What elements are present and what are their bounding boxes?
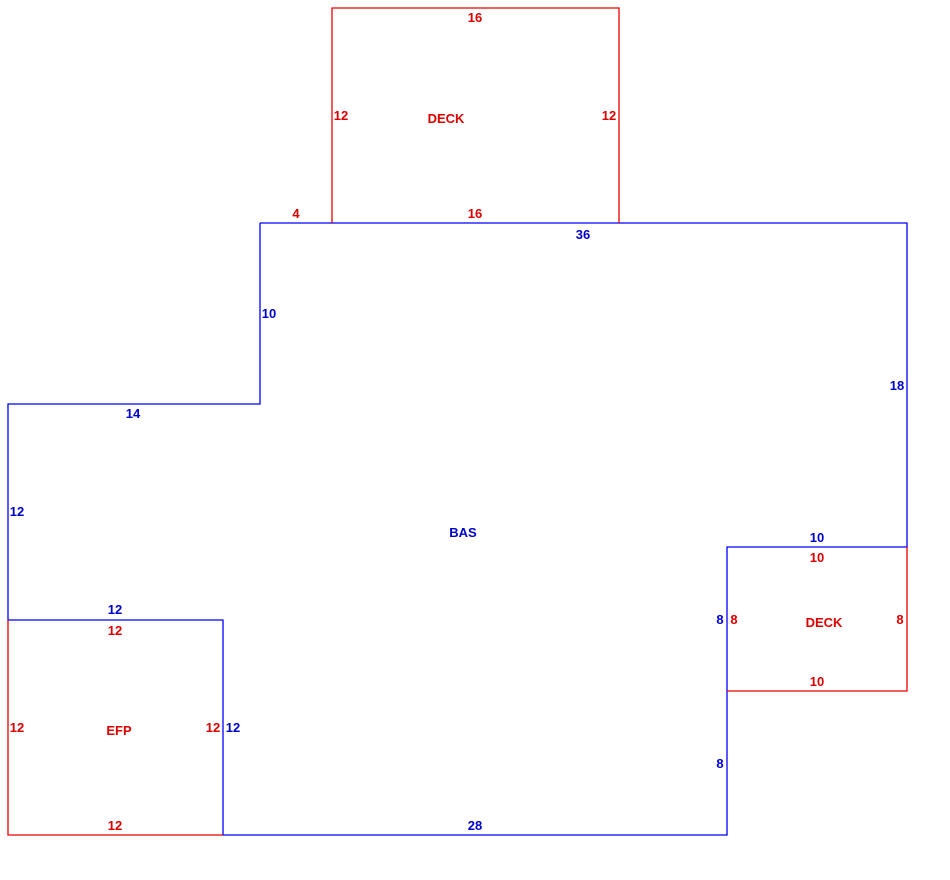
dim-bas-top: 36 [576,227,590,242]
deck-right-label: DECK [806,615,843,630]
dim-efp-left: 12 [10,720,24,735]
efp-label: EFP [106,723,132,738]
dim-deck-top-left: 12 [334,108,348,123]
dim-bas-deck-left-upper: 8 [716,612,723,627]
dim-bas-efp-right: 12 [226,720,240,735]
dim-deck-top-top: 16 [468,10,482,25]
dim-bas-top-left-offset: 4 [292,206,300,221]
dim-bas-bottom: 28 [468,818,482,833]
dim-efp-right: 12 [206,720,220,735]
dim-efp-bottom: 12 [108,818,122,833]
dim-deck-right-right: 8 [896,612,903,627]
dim-bas-left: 12 [10,504,24,519]
dim-deck-top-right: 12 [602,108,616,123]
dim-deck-right-top: 10 [810,550,824,565]
bas-label: BAS [449,525,477,540]
dim-efp-top: 12 [108,623,122,638]
dim-bas-deck-left-lower: 8 [716,756,723,771]
efp-outline [7,620,223,836]
dim-bas-right: 18 [890,378,904,393]
dim-bas-step-horizontal: 14 [126,406,141,421]
dim-deck-right-bottom: 10 [810,674,824,689]
dim-bas-deck-top: 10 [810,530,824,545]
dim-bas-efp-top: 12 [108,602,122,617]
deck-top-label: DECK [428,111,465,126]
dim-bas-left-step: 10 [262,306,276,321]
dim-deck-top-bottom: 16 [468,206,482,221]
deck-top-outline [331,7,620,223]
dim-deck-right-left: 8 [730,612,737,627]
deck-right-outline [727,547,908,692]
